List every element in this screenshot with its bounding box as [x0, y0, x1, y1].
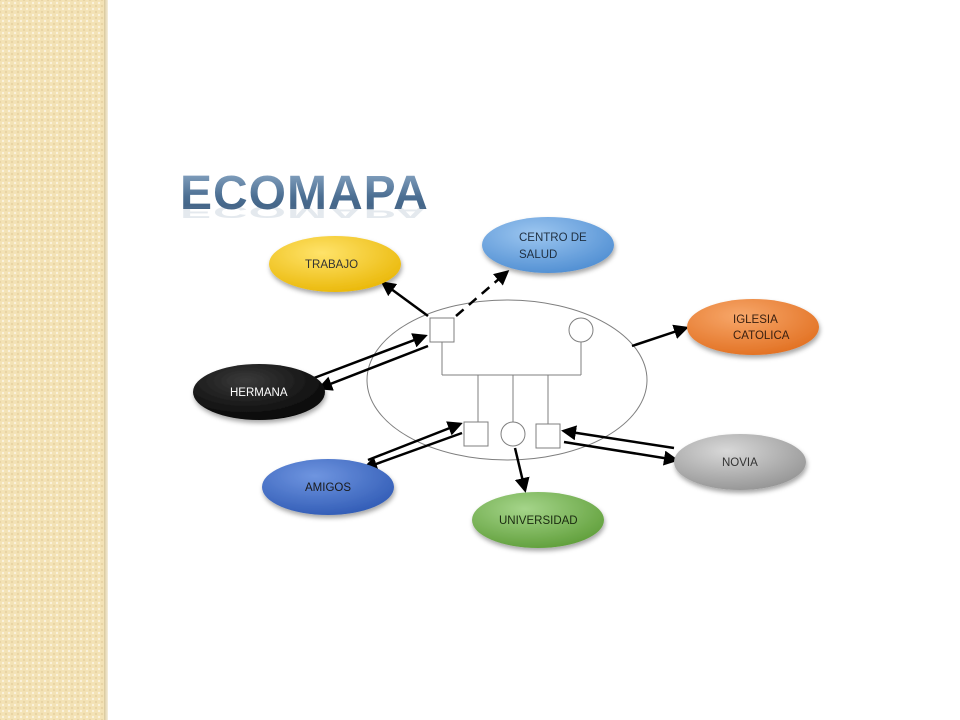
father-square-symbol: [429, 317, 455, 343]
node-iglesia-label-line1: IGLESIA: [733, 314, 778, 326]
node-centro-salud: CENTRO DE SALUD: [482, 217, 614, 273]
node-centro-salud-label-line1: CENTRO DE: [519, 232, 587, 244]
node-trabajo-label: TRABAJO: [305, 259, 358, 271]
side-panel-edge: [104, 0, 108, 720]
arrow-to-iglesia: [631, 324, 689, 348]
node-centro-salud-label-line2: SALUD: [519, 249, 557, 261]
node-novia-label: NOVIA: [722, 457, 758, 469]
node-iglesia-label-line2: CATOLICA: [733, 330, 790, 342]
mother-circle-symbol: [568, 317, 594, 343]
connectors: [313, 270, 689, 493]
page-title: ECOMAPA: [180, 167, 429, 220]
node-amigos: AMIGOS: [262, 459, 394, 515]
node-hermana: HERMANA: [193, 364, 325, 420]
genogram: [429, 317, 594, 449]
node-hermana-label: HERMANA: [230, 387, 288, 399]
node-amigos-label: AMIGOS: [305, 482, 351, 494]
node-universidad-label: UNIVERSIDAD: [499, 515, 578, 527]
arrow-family-to-hermana: [317, 344, 429, 391]
node-universidad: UNIVERSIDAD: [472, 492, 604, 548]
arrow-son-to-amigos: [362, 431, 463, 471]
arrow-to-trabajo: [380, 281, 429, 318]
arrow-to-universidad: [513, 447, 530, 493]
node-iglesia: IGLESIA CATOLICA: [687, 299, 819, 355]
node-trabajo: TRABAJO: [269, 236, 401, 292]
decorative-side-panel: [0, 0, 104, 720]
node-novia: NOVIA: [674, 434, 806, 490]
son-square-symbol: [463, 421, 489, 447]
son2-square-symbol: [535, 423, 561, 449]
arrow-to-centro-salud: [455, 270, 510, 317]
arrow-amigos-to-son: [367, 421, 463, 462]
daughter-circle-symbol: [500, 421, 526, 447]
arrow-novia-to-son2: [561, 425, 675, 450]
arrow-son2-to-novia: [563, 440, 679, 466]
family-circle: [366, 299, 648, 461]
arrow-hermana-to-family: [313, 333, 428, 380]
